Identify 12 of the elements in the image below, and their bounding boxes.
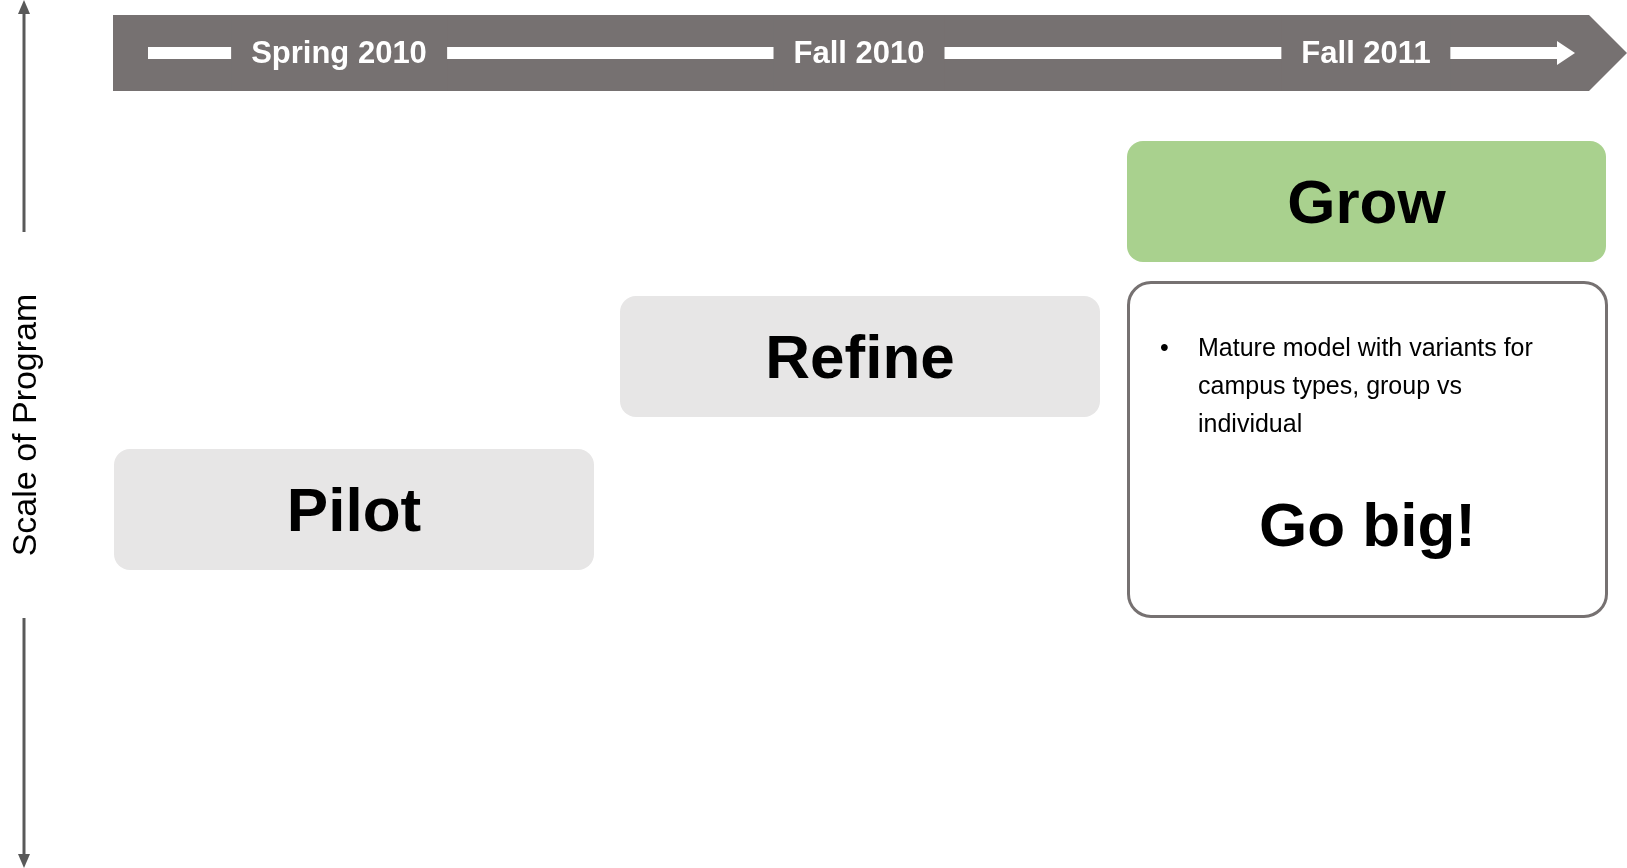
axis-label: Scale of Program — [3, 293, 44, 557]
phase-title: Grow — [1287, 166, 1446, 238]
bullet-mark: • — [1159, 332, 1170, 363]
phase-box — [620, 296, 1100, 417]
phase-box — [1127, 141, 1606, 262]
bullet-text: Mature model with variants for campus types, group vs individual — [1198, 332, 1534, 439]
description-box — [1127, 281, 1608, 618]
phase-box — [114, 449, 594, 570]
phase-title: Pilot — [286, 474, 422, 546]
slogan-text: Go big! — [1258, 489, 1477, 561]
timeline-banner — [113, 15, 1627, 91]
phase-title: Refine — [765, 321, 955, 393]
